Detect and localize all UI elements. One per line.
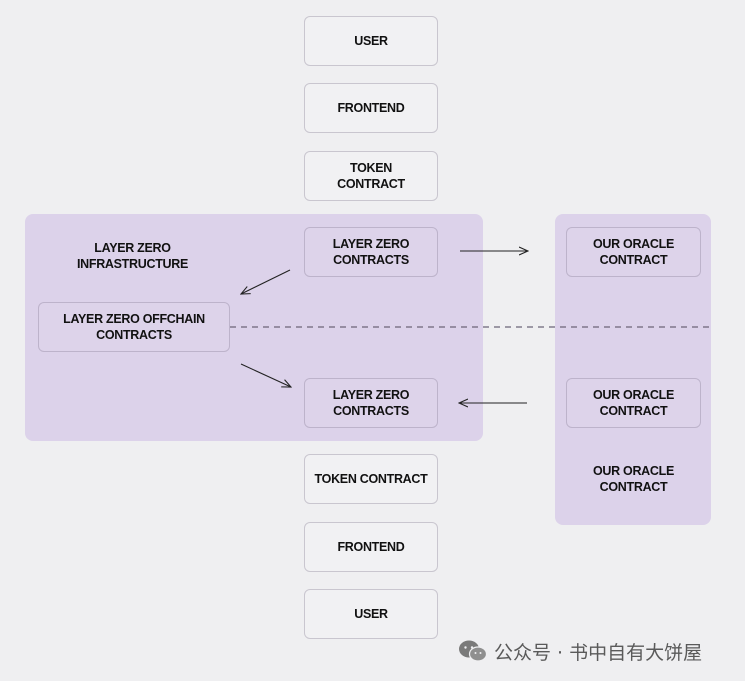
frontend-box-bottom: FRONTEND (304, 522, 438, 572)
wechat-icon (459, 640, 488, 662)
oracle-contract-label-bottom: OUR ORACLE CONTRACT (592, 464, 675, 494)
layer-zero-contracts-box-bottom: LAYER ZERO CONTRACTS (304, 378, 438, 428)
token-contract-box-bottom: TOKEN CONTRACT (304, 454, 438, 504)
oracle-contract-box-top: OUR ORACLE CONTRACT (566, 227, 701, 277)
layer-zero-offchain-contracts-box: LAYER ZERO OFFCHAIN CONTRACTS (38, 302, 230, 352)
watermark-text: 公众号 · 书中自有大饼屋 (494, 641, 703, 664)
user-box-top: USER (304, 16, 438, 66)
watermark: 公众号 · 书中自有大饼屋 (458, 637, 702, 665)
arrow-from-offchain (240, 363, 291, 387)
arrow-to-offchain (241, 269, 291, 294)
frontend-box-top: FRONTEND (304, 83, 438, 133)
oracle-contract-box-middle: OUR ORACLE CONTRACT (566, 378, 701, 428)
user-box-bottom: USER (304, 589, 438, 639)
layer-zero-infrastructure-label: LAYER ZERO INFRASTRUCTURE (76, 241, 189, 271)
layer-zero-contracts-box-top: LAYER ZERO CONTRACTS (304, 227, 438, 277)
token-contract-box-top: TOKEN CONTRACT (304, 151, 438, 201)
